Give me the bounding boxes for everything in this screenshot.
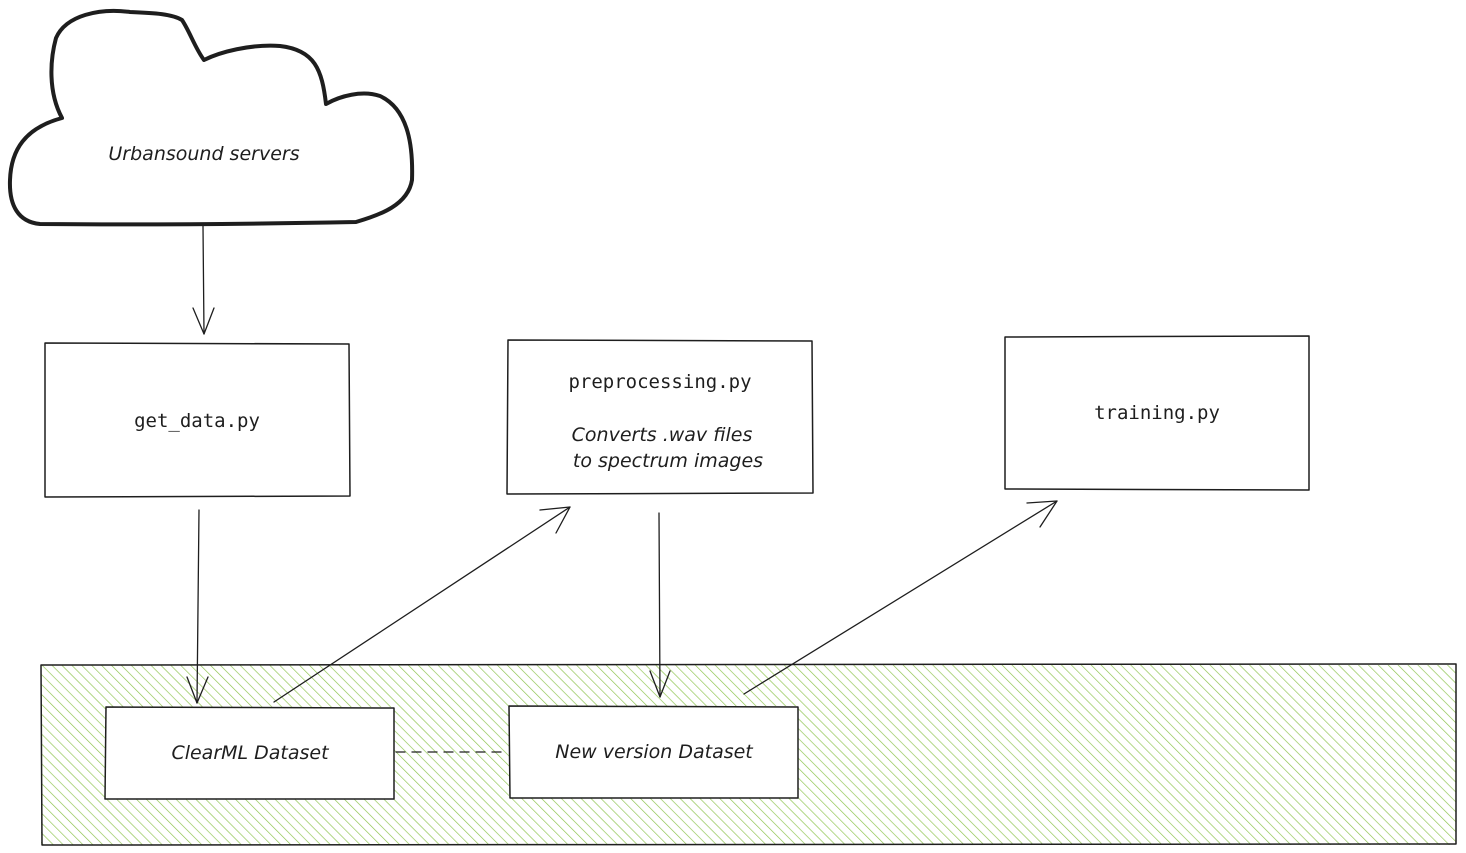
new-version-dataset-node: New version Dataset: [508, 705, 799, 799]
new-version-dataset-label: New version Dataset: [555, 741, 754, 763]
get-data-label: get_data.py: [134, 410, 260, 432]
arrow-get-data-to-clearml: [186, 509, 209, 704]
training-label: training.py: [1094, 402, 1220, 424]
training-node: training.py: [1004, 335, 1310, 491]
cloud-label: Urbansound servers: [108, 143, 299, 165]
arrow-clearml-to-preprocessing: [273, 506, 571, 703]
urbansound-cloud: Urbansound servers: [7, 8, 415, 227]
arrow-cloud-to-get-data: [192, 225, 215, 335]
arrow-preprocessing-to-new-version: [649, 512, 671, 698]
preprocessing-node: preprocessing.py Converts .wav files to …: [506, 339, 814, 495]
preprocessing-title: preprocessing.py: [568, 371, 751, 393]
preprocessing-description-line1: Converts .wav files: [572, 424, 753, 446]
clearml-dataset-node: ClearML Dataset: [104, 706, 395, 800]
clearml-dataset-label: ClearML Dataset: [171, 742, 330, 764]
preprocessing-description-line2: to spectrum images: [573, 450, 763, 472]
get-data-node: get_data.py: [44, 342, 351, 498]
arrow-new-version-to-training: [743, 500, 1058, 695]
